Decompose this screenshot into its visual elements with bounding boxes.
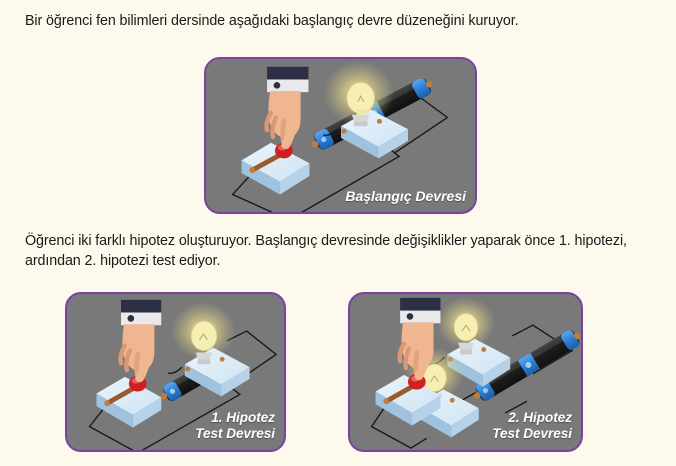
hand-pressing-switch xyxy=(397,297,441,381)
hypothesis1-circuit-label: 1. Hipotez Test Devresi xyxy=(195,410,275,441)
initial-circuit-illustration xyxy=(206,59,475,212)
hypothesis2-circuit-label: 2. Hipotez Test Devresi xyxy=(492,410,572,441)
lamp-block-group xyxy=(167,301,250,397)
hypothesis1-circuit-illustration xyxy=(67,294,284,450)
light-bulb xyxy=(190,320,218,365)
hypothesis1-circuit-panel: 1. Hipotez Test Devresi xyxy=(65,292,286,452)
switch-block-group xyxy=(241,142,310,195)
switch-block-group xyxy=(96,375,162,428)
hypothesis2-circuit-illustration xyxy=(350,294,581,450)
switch-block-group xyxy=(375,373,441,426)
hand-pressing-switch xyxy=(118,299,162,383)
intro-paragraph: Bir öğrenci fen bilimleri dersinde aşağı… xyxy=(25,13,519,29)
circuit-wire xyxy=(88,330,278,450)
hypothesis2-circuit-panel: 2. Hipotez Test Devresi xyxy=(348,292,583,452)
lamp-block-group xyxy=(323,60,408,159)
light-bulb xyxy=(346,81,375,127)
initial-circuit-label: Başlangıç Devresi xyxy=(345,188,466,204)
initial-circuit-panel: Başlangıç Devresi xyxy=(204,57,477,214)
light-bulb xyxy=(453,313,479,355)
hypothesis-paragraph: Öğrenci iki farklı hipotez oluşturuyor. … xyxy=(25,233,627,269)
hand-pressing-switch xyxy=(264,66,309,150)
battery-group xyxy=(473,330,581,401)
